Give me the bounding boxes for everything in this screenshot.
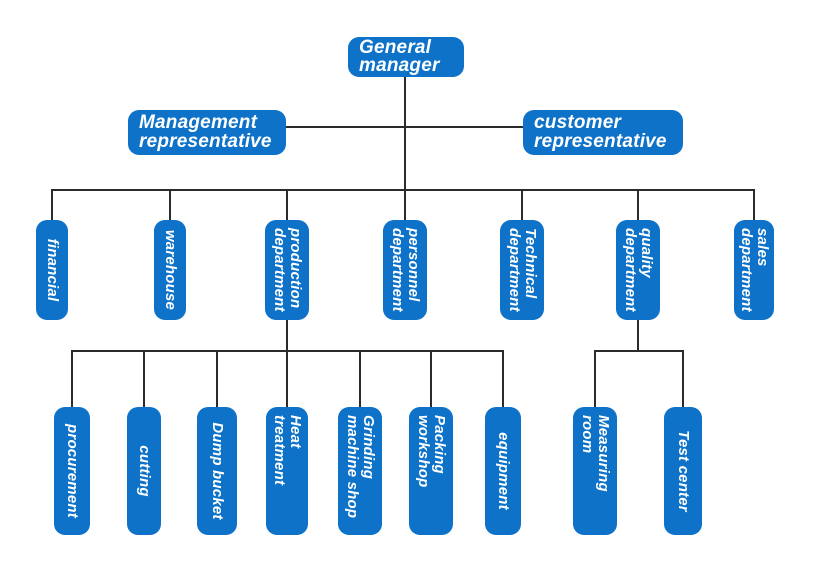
node-personnel-department-label: personnel department	[383, 220, 427, 320]
connector-stub-heat-treatment	[286, 350, 288, 408]
connector-stub-grinding	[359, 350, 361, 408]
node-procurement-label: procurement	[54, 407, 90, 535]
node-packing-workshop: Packing workshop	[409, 407, 453, 535]
connector-stub-cutting	[143, 350, 145, 408]
node-production-department: production department	[265, 220, 309, 320]
connector-tier2-horizontal	[286, 126, 523, 128]
connector-quality-drop	[637, 319, 639, 352]
connector-stub-technical	[521, 189, 523, 221]
connector-stub-dump-bucket	[216, 350, 218, 408]
node-sales-department-label: sales department	[734, 220, 774, 320]
node-equipment: equipment	[485, 407, 521, 535]
node-grinding-machine-shop: Grinding machine shop	[338, 407, 382, 535]
node-packing-workshop-label: Packing workshop	[409, 407, 453, 535]
node-warehouse-label: warehouse	[154, 220, 186, 320]
connector-quality-horizontal	[594, 350, 684, 352]
connector-stub-warehouse	[169, 189, 171, 221]
node-technical-department-label: Technical department	[500, 220, 544, 320]
node-grinding-machine-shop-label: Grinding machine shop	[338, 407, 382, 535]
connector-stub-sales	[753, 189, 755, 221]
connector-trunk	[404, 77, 406, 221]
node-cutting: cutting	[127, 407, 161, 535]
node-personnel-department: personnel department	[383, 220, 427, 320]
connector-stub-packing	[430, 350, 432, 408]
connector-stub-production	[286, 189, 288, 221]
connector-stub-financial	[51, 189, 53, 221]
node-quality-department-label: quality department	[616, 220, 660, 320]
node-heat-treatment-label: Heat treatment	[266, 407, 308, 535]
connector-stub-measuring-room	[594, 350, 596, 408]
node-customer-representative: customer representative	[523, 110, 683, 155]
node-measuring-room-label: Measuring room	[573, 407, 617, 535]
node-equipment-label: equipment	[485, 407, 521, 535]
node-general-manager: General manager	[348, 37, 464, 77]
connector-stub-quality	[637, 189, 639, 221]
connector-production-drop	[286, 319, 288, 352]
node-test-center: Test center	[664, 407, 702, 535]
node-dump-bucket: Dump bucket	[197, 407, 237, 535]
node-procurement: procurement	[54, 407, 90, 535]
node-dump-bucket-label: Dump bucket	[197, 407, 237, 535]
node-warehouse: warehouse	[154, 220, 186, 320]
node-production-department-label: production department	[265, 220, 309, 320]
node-heat-treatment: Heat treatment	[266, 407, 308, 535]
connector-stub-test-center	[682, 350, 684, 408]
connector-tier3-horizontal	[51, 189, 755, 191]
connector-stub-equipment	[502, 350, 504, 408]
node-financial-label: financial	[36, 220, 68, 320]
node-quality-department: quality department	[616, 220, 660, 320]
node-sales-department: sales department	[734, 220, 774, 320]
node-technical-department: Technical department	[500, 220, 544, 320]
connector-stub-procurement	[71, 350, 73, 408]
node-management-representative: Management representative	[128, 110, 286, 155]
node-measuring-room: Measuring room	[573, 407, 617, 535]
node-cutting-label: cutting	[127, 407, 161, 535]
node-test-center-label: Test center	[664, 407, 702, 535]
node-financial: financial	[36, 220, 68, 320]
